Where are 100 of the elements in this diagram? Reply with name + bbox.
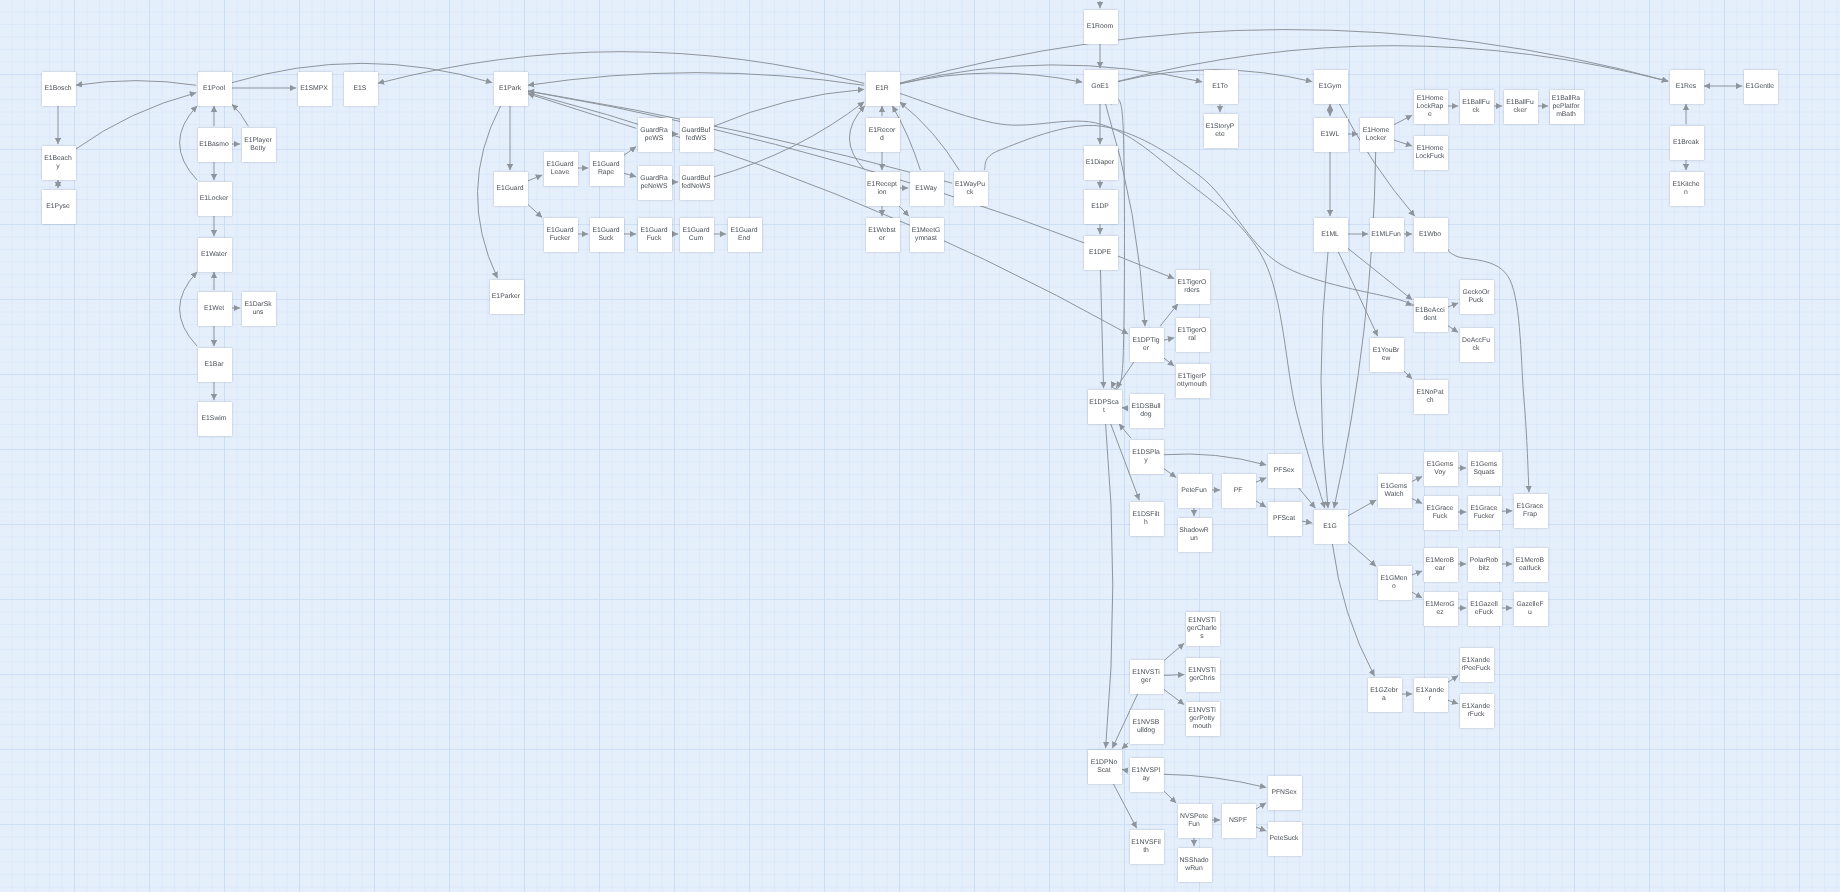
arrow [1121, 405, 1129, 412]
arrow [1347, 541, 1377, 567]
arrow [1163, 468, 1177, 478]
arrow [1163, 688, 1185, 706]
arrow [1190, 837, 1198, 847]
arrow [1163, 336, 1175, 343]
arrow [210, 161, 218, 181]
arrow [1190, 507, 1198, 517]
arrow [231, 140, 241, 148]
arrow [1301, 518, 1313, 525]
arrow [671, 230, 679, 238]
arrow [899, 92, 1326, 509]
arrow [527, 203, 543, 219]
arrow [231, 304, 241, 312]
arrow [1096, 223, 1104, 235]
arrow [75, 80, 197, 88]
arrow [1682, 159, 1690, 171]
arrow [1255, 477, 1267, 484]
arrow [878, 151, 886, 171]
arrow [1457, 560, 1467, 568]
arrow [848, 105, 866, 171]
arrow [1393, 139, 1413, 148]
arrow [1338, 103, 1416, 217]
arrow [210, 105, 218, 127]
arrow [1326, 103, 1334, 117]
arrow [671, 178, 679, 186]
arrow [577, 164, 589, 172]
arrow [1163, 642, 1185, 662]
arrow [1326, 151, 1334, 217]
arrow [899, 64, 1203, 85]
arrow [1331, 543, 1375, 677]
arrow [1096, 43, 1104, 69]
arrow [898, 205, 910, 217]
arrow [1493, 102, 1503, 110]
arrow [1347, 130, 1359, 138]
arrow [231, 84, 297, 92]
arrow [210, 325, 218, 347]
arrow [1118, 423, 1132, 439]
arrow [1110, 98, 1125, 390]
arrow [1159, 303, 1179, 327]
arrow [899, 101, 960, 171]
arrow [1216, 103, 1224, 113]
arrow [377, 51, 865, 85]
arrow [527, 92, 1129, 335]
arrow [1537, 102, 1549, 110]
arrow [1447, 302, 1459, 309]
arrow [1337, 251, 1379, 337]
arrow [1457, 604, 1467, 612]
arrow [1096, 0, 1104, 9]
arrow [1163, 671, 1185, 679]
arrow [1347, 247, 1413, 301]
arrow [1411, 476, 1423, 483]
arrow [1163, 357, 1175, 367]
arrow [1117, 69, 1313, 84]
arrow [1110, 423, 1141, 501]
arrow [210, 215, 218, 237]
arrow [1332, 151, 1377, 509]
arrow [1211, 486, 1221, 494]
arrow [891, 105, 921, 171]
arrow [210, 381, 218, 401]
arrow [1121, 767, 1129, 774]
arrow [1401, 690, 1413, 698]
arrow [527, 174, 543, 182]
arrow [1411, 591, 1423, 599]
arrow [899, 72, 1083, 85]
arrow [1099, 269, 1107, 389]
arrow [1411, 497, 1423, 504]
arrow [1457, 464, 1467, 472]
arrow [1501, 604, 1513, 612]
arrow [623, 171, 637, 179]
arrow [1163, 453, 1267, 467]
arrow [1403, 370, 1413, 380]
arrow [1703, 82, 1743, 90]
arrow [1347, 230, 1369, 238]
arrow [1115, 361, 1135, 389]
arrow [1163, 773, 1267, 790]
arrow [1447, 675, 1459, 683]
arrow [506, 105, 514, 171]
arrow [1447, 698, 1459, 705]
arrow [1255, 825, 1267, 832]
arrow [1211, 816, 1221, 824]
arrow [1111, 693, 1139, 749]
arrow [1112, 783, 1138, 829]
arrow [878, 105, 886, 117]
arrow [1393, 114, 1413, 126]
arrow [713, 230, 727, 238]
arrow [54, 105, 62, 145]
arrow [1682, 103, 1690, 125]
arrow [899, 184, 909, 192]
arrow [878, 205, 886, 217]
arrow [1501, 507, 1513, 515]
arrow [1096, 179, 1104, 189]
arrow [1298, 487, 1316, 509]
arrow [577, 230, 589, 238]
arrow [671, 130, 679, 138]
arrow [1255, 802, 1267, 810]
arrow [179, 105, 198, 181]
arrow [527, 88, 953, 184]
arrow [1121, 742, 1129, 750]
arrow [1447, 325, 1459, 333]
